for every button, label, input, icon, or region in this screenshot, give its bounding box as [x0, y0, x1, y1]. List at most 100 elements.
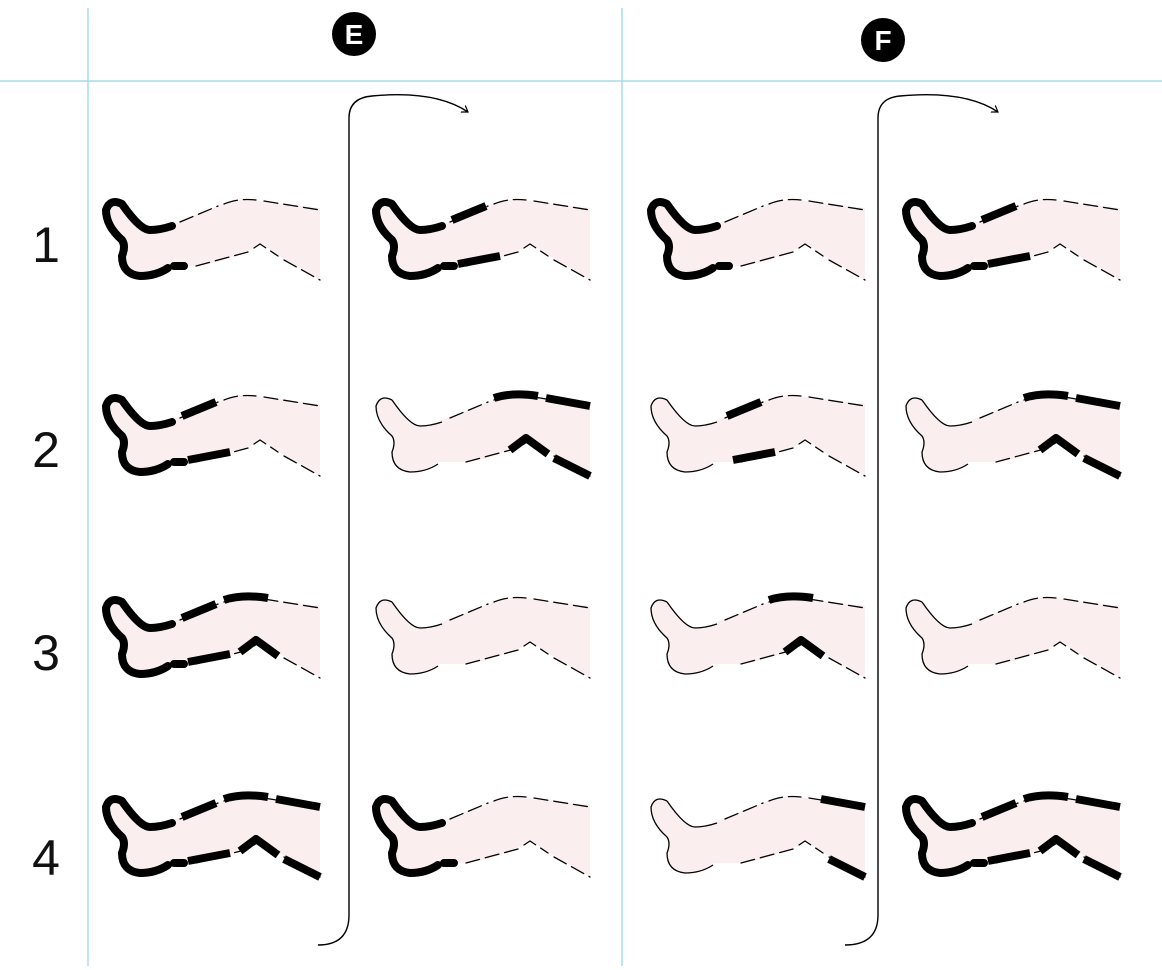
leg-contour — [533, 797, 591, 808]
leg-contour — [724, 603, 764, 621]
sequence-arrow-e — [317, 94, 468, 946]
leg-contour — [828, 657, 866, 679]
leg-row-4-e-left — [102, 791, 322, 881]
chamber-lower-active — [732, 448, 776, 464]
leg-contour — [523, 840, 549, 854]
leg-silhouette — [906, 597, 1120, 678]
leg-silhouette — [106, 597, 320, 678]
column-label-f: F — [874, 25, 891, 56]
chamber-upper-active — [275, 795, 321, 811]
leg-row-3-f-left — [650, 592, 866, 679]
chamber-knee-active — [237, 835, 281, 859]
foot-chamber-active — [372, 198, 458, 280]
leg-row-2-f-left — [650, 394, 866, 477]
leg-contour — [493, 795, 527, 802]
leg-row-2-e-left — [102, 394, 321, 477]
leg-row-1-e-right — [372, 198, 591, 281]
leg-silhouette — [906, 796, 1120, 877]
leg-contour — [533, 598, 591, 609]
leg-silhouette — [106, 796, 320, 877]
leg-contour — [808, 396, 866, 407]
leg-silhouette — [376, 395, 590, 476]
leg-row-3-e-right — [375, 596, 591, 679]
leg-contour — [979, 603, 1019, 621]
chamber-upper-active — [1082, 454, 1122, 480]
chamber-lower-active — [987, 849, 1031, 865]
sequence-arrow-f — [844, 94, 998, 946]
leg-contour — [179, 205, 219, 223]
leg-row-1-f-right — [902, 198, 1121, 281]
legs-grid — [102, 198, 1122, 881]
chamber-knee-active — [1022, 791, 1069, 803]
leg-contour — [263, 200, 321, 211]
leg-silhouette — [651, 796, 865, 877]
chamber-lower-active — [180, 398, 218, 420]
chamber-knee-active — [767, 592, 814, 604]
leg-contour — [283, 455, 321, 477]
leg-row-3-f-right — [905, 596, 1121, 679]
chamber-lower-active — [980, 799, 1018, 821]
leg-contour — [449, 401, 489, 419]
leg-contour — [828, 455, 866, 477]
chamber-lower-active — [980, 202, 1018, 224]
grid-lines — [0, 8, 1162, 966]
row-labels: 1 2 3 4 — [32, 217, 60, 886]
foot-outline — [905, 397, 973, 473]
chamber-lower-active — [187, 448, 231, 464]
foot-chamber-active — [102, 394, 188, 476]
row-label-1: 1 — [32, 217, 60, 273]
chamber-upper-active — [1082, 855, 1122, 881]
chamber-knee-active — [507, 434, 551, 458]
leg-contour — [724, 205, 764, 223]
chamber-knee-active — [492, 390, 539, 402]
leg-contour — [493, 596, 527, 603]
leg-contour — [1053, 641, 1079, 655]
chamber-lower-active — [187, 650, 231, 666]
leg-contour — [995, 447, 1049, 463]
foot-chamber-active — [102, 198, 188, 280]
leg-contour — [283, 657, 321, 679]
leg-contour — [263, 598, 321, 609]
leg-contour — [724, 802, 764, 820]
foot-outline — [650, 599, 718, 675]
chamber-upper-active — [1075, 394, 1121, 410]
leg-row-2-e-right — [375, 390, 592, 480]
chamber-upper-active — [282, 855, 322, 881]
leg-contour — [1083, 657, 1121, 679]
leg-contour — [553, 259, 591, 281]
foot-chamber-active — [902, 198, 988, 280]
leg-silhouette — [906, 395, 1120, 476]
leg-contour — [553, 657, 591, 679]
chamber-lower-active — [187, 849, 231, 865]
foot-chamber-active — [372, 795, 458, 877]
leg-contour — [195, 251, 249, 267]
leg-contour — [449, 802, 489, 820]
leg-row-4-f-left — [650, 795, 867, 881]
leg-contour — [1063, 200, 1121, 211]
foot-chamber-active — [102, 795, 188, 877]
leg-row-3-e-left — [102, 592, 321, 679]
chamber-upper-active — [545, 394, 591, 410]
leg-contour — [253, 243, 279, 257]
leg-contour — [768, 795, 802, 802]
leg-row-2-f-right — [905, 390, 1122, 480]
leg-contour — [808, 598, 866, 609]
leg-silhouette — [651, 395, 865, 476]
leg-contour — [740, 649, 794, 665]
foot-outline — [650, 397, 718, 473]
foot-chamber-active — [647, 198, 733, 280]
leg-silhouette — [106, 395, 320, 476]
column-label-e: E — [345, 19, 364, 50]
leg-contour — [798, 439, 824, 453]
leg-contour — [1023, 198, 1057, 205]
leg-silhouette — [376, 796, 590, 877]
leg-silhouette — [106, 199, 320, 280]
leg-contour — [740, 251, 794, 267]
leg-contour — [493, 198, 527, 205]
leg-contour — [768, 198, 802, 205]
leg-contour — [1053, 243, 1079, 257]
leg-contour — [449, 603, 489, 621]
leg-contour — [263, 396, 321, 407]
chamber-upper-active — [552, 454, 592, 480]
leg-contour — [768, 394, 802, 401]
